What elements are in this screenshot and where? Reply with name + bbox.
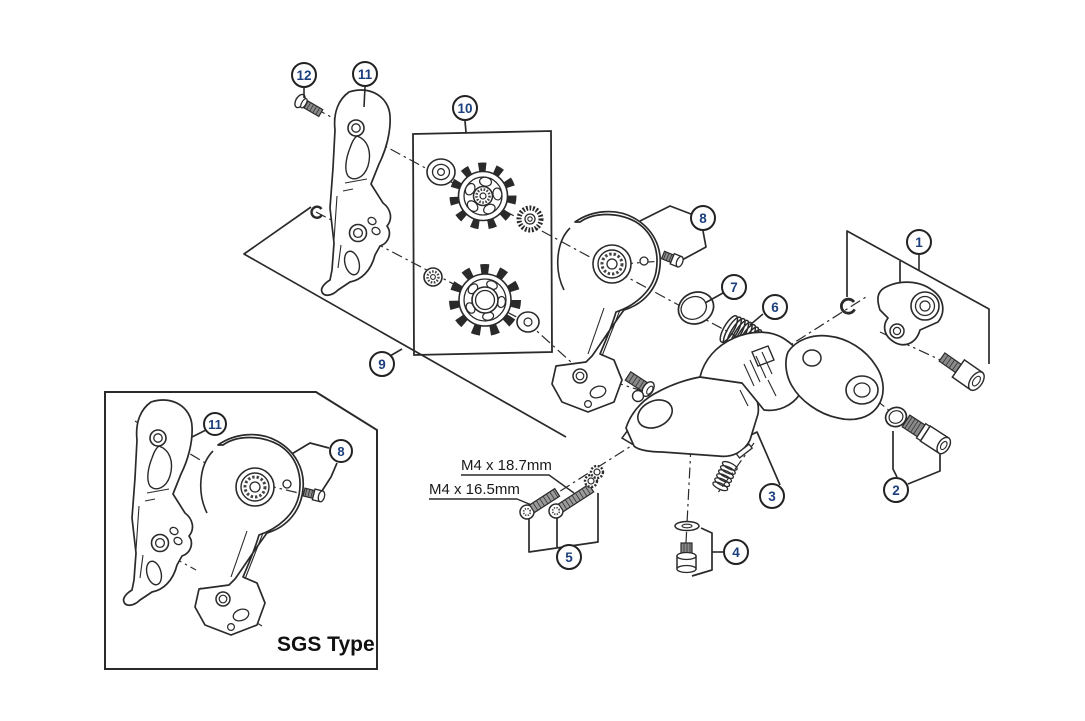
small-coil-spring bbox=[712, 460, 738, 492]
callout-leader-lines bbox=[191, 86, 920, 553]
callout-7: 7 bbox=[721, 274, 747, 300]
callout-sgs-11: 11 bbox=[203, 412, 227, 436]
callout-9: 9 bbox=[369, 351, 395, 377]
seal-washer bbox=[677, 291, 715, 325]
mounting-screw-long bbox=[548, 483, 595, 519]
spring-pin bbox=[735, 443, 754, 459]
sgs-inner-plate bbox=[193, 433, 305, 637]
e-ring bbox=[840, 297, 856, 315]
sgs-outer-plate bbox=[122, 399, 194, 607]
callout-5: 5 bbox=[556, 544, 582, 570]
derailleur-body bbox=[620, 331, 884, 458]
callout-10: 10 bbox=[452, 95, 478, 121]
pulley-bolt bbox=[624, 370, 655, 398]
stopper-bolt bbox=[660, 249, 686, 269]
callout-3: 3 bbox=[759, 483, 785, 509]
lower-plain-washer bbox=[516, 311, 540, 333]
callout-4: 4 bbox=[723, 539, 749, 565]
pulley-assembly-box bbox=[412, 130, 553, 356]
screw-length-label-short: M4 x 16.5mm bbox=[429, 481, 520, 498]
serrated-washer bbox=[516, 205, 544, 233]
callout-sgs-8: 8 bbox=[329, 439, 353, 463]
callout-12: 12 bbox=[291, 62, 317, 88]
callout-1: 1 bbox=[906, 229, 932, 255]
outer-plate bbox=[320, 89, 392, 297]
sgs-type-label: SGS Type bbox=[277, 633, 375, 656]
axle-bolt bbox=[901, 414, 952, 455]
o-ring bbox=[884, 406, 908, 428]
lock-nut bbox=[589, 464, 605, 480]
callout-8: 8 bbox=[690, 205, 716, 231]
callout-6: 6 bbox=[762, 294, 788, 320]
hanger-bracket bbox=[877, 281, 944, 346]
sgs-variant-box bbox=[104, 391, 378, 670]
cap-bolt bbox=[938, 352, 985, 392]
outer-plate-screw bbox=[294, 93, 324, 118]
tension-pulley bbox=[449, 264, 521, 336]
callout-11: 11 bbox=[352, 61, 378, 87]
guide-pulley bbox=[449, 162, 517, 230]
callout-2: 2 bbox=[883, 477, 909, 503]
lower-small-washer bbox=[423, 267, 443, 287]
adjust-bolt bbox=[676, 542, 697, 574]
e-ring-small bbox=[310, 205, 324, 219]
mounting-screw-short bbox=[519, 487, 561, 520]
screw-length-label-long: M4 x 18.7mm bbox=[461, 457, 552, 474]
upper-dish-washer bbox=[426, 158, 456, 186]
flat-washer bbox=[674, 520, 700, 532]
